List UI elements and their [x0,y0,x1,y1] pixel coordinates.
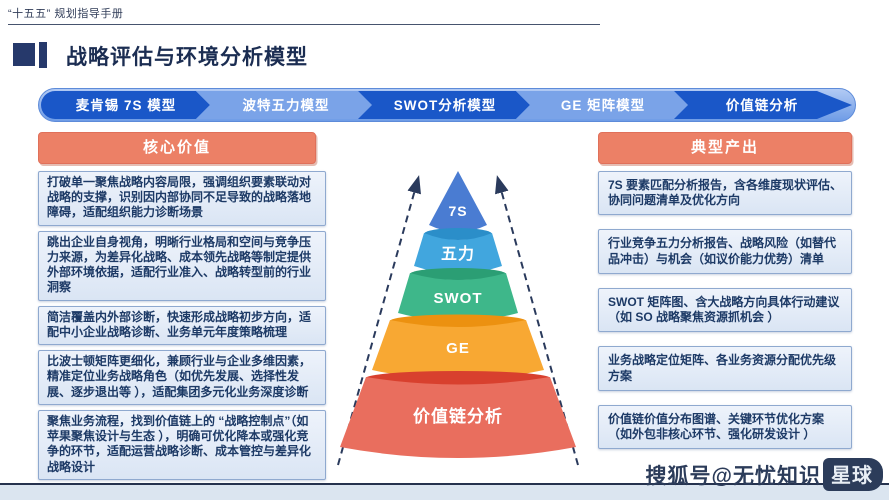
pyramid-level-7s [429,171,487,232]
core-value-item-7s: 打破单一聚焦战略内容局限，强调组织要素联动对战略的支撑，识别因内部协同不足导致的… [38,171,326,226]
step-value-chain [674,91,852,119]
typical-output-header: 典型产出 [598,132,852,164]
pyramid-rim-ge [390,314,526,328]
core-value-item-value-chain: 聚焦业务流程，找到价值链上的 “战略控制点”（如苹果聚焦设计与生态 ），明确可优… [38,409,326,480]
pyramid-rim-five-forces [424,228,492,240]
pyramid-level-five-forces [414,233,502,274]
pyramid-label-swot: SWOT [434,290,483,307]
step-label: 麦肯锡 7S 模型 [76,97,177,113]
bottom-divider [0,483,889,485]
output-item-swot: SWOT 矩阵图、含大战略方向具体行动建议（如 SO 战略聚焦资源抓机会 ） [598,287,852,333]
step-swot [358,91,530,119]
output-item-five-forces: 行业竞争五力分析报告、战略风险（如替代品冲击）与机会（如议价能力优势）清单 [598,229,852,274]
core-value-column: 打破单一聚焦战略内容局限，强调组织要素联动对战略的支撑，识别因内部协同不足导致的… [38,171,326,480]
watermark-badge: 星球 [823,458,883,491]
core-value-item-swot: 简洁覆盖内外部诊断，快速形成战略初步方向，适配中小企业战略诊断、业务单元年度策略… [38,305,326,346]
pyramid-label-ge: GE [446,340,470,357]
output-item-ge: 业务战略定位矩阵、各业务资源分配优先级方案 [598,346,852,391]
bottom-band [0,485,889,500]
typical-output-column: 7S 要素匹配分析报告，含各维度现状评估、协同问题清单及优化方向 行业竞争五力分… [598,171,852,450]
pyramid-rim-value-chain [366,371,550,385]
pyramid-level-ge [372,320,544,380]
step-ge-matrix [516,91,688,119]
pyramid-label-five-forces: 五力 [441,244,475,263]
output-item-value-chain: 价值链价值分布图谱、关键环节优化方案（如外包非核心环节、强化研发设计 ） [598,404,852,450]
core-value-item-ge: 比波士顿矩阵更细化，兼顾行业与企业多维因素，精准定位业务战略角色（如优先发展、选… [38,350,326,405]
sohu-watermark: 搜狐号@无忧知识 星球 [646,458,883,491]
page-title: 战略评估与环境分析模型 [66,46,308,69]
pyramid-diagram: 7S 五力 SWOT GE 价值链分析 [337,171,579,466]
pyramid-rim-swot [410,268,506,280]
output-item-7s: 7S 要素匹配分析报告，含各维度现状评估、协同问题清单及优化方向 [598,171,852,216]
step-mckinsey-7s [41,91,210,119]
step-porter-five-forces [196,91,372,119]
pyramid-label-value-chain: 价值链分析 [413,406,503,426]
model-step-bar: 麦肯锡 7S 模型 波特五力模型 SWOT分析模型 GE 矩阵模型 价值链分析 [38,88,856,122]
pyramid-level-value-chain [340,377,576,458]
title-square-icon [13,43,35,66]
core-value-item-five-forces: 跳出企业自身视角，明晰行业格局和空间与竞争压力来源，为差异化战略、成本领先战略等… [38,230,326,301]
pyramid-label-7s: 7S [448,203,467,219]
step-label: 波特五力模型 [243,97,330,113]
step-label: SWOT分析模型 [394,97,497,113]
watermark-text: 搜狐号@无忧知识 [645,464,821,488]
step-label: GE 矩阵模型 [561,97,645,113]
top-divider [8,24,600,25]
core-value-header: 核心价值 [38,132,316,164]
title-bar-icon [39,42,47,68]
pyramid-level-swot [398,273,518,321]
doc-label: “十五五” 规划指导手册 [8,8,124,20]
step-label: 价值链分析 [726,97,799,113]
